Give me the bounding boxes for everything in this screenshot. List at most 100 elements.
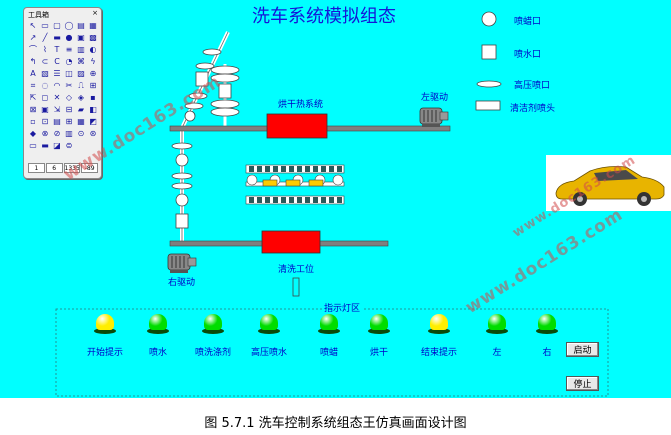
toolbox-tool-icon[interactable]: ◠ [53, 81, 61, 90]
toolbox-tool-icon[interactable]: ◆ [29, 129, 37, 138]
toolbox-tool-icon[interactable]: ⊂ [41, 57, 49, 66]
toolbox-tool-icon[interactable]: ⊡ [41, 117, 49, 126]
toolbox-tool-icon[interactable]: ◐ [89, 45, 97, 54]
toolbox-tool-icon[interactable]: ▬ [53, 33, 61, 42]
toolbox-tool-icon[interactable]: ▤ [77, 21, 85, 30]
toolbox-tool-icon[interactable]: ⌗ [30, 81, 36, 90]
legend-water-label: 喷水口 [514, 50, 542, 60]
close-icon[interactable]: × [92, 9, 98, 17]
toolbox-tool-icon[interactable]: ▧ [41, 69, 49, 78]
conveyor-cell [321, 197, 326, 203]
toolbox-tool-icon[interactable]: ⇱ [29, 93, 37, 102]
toolbox-tool-icon[interactable]: ▬ [41, 141, 49, 150]
conveyor-cell [305, 166, 310, 172]
toolbox-tool-icon[interactable]: ✕ [53, 93, 61, 102]
toolbox-tool-icon[interactable]: ◌ [41, 81, 49, 90]
dryer-heater [266, 113, 328, 139]
conveyor-cell [273, 166, 278, 172]
indicator-lamp-icon [258, 314, 280, 334]
conveyor-cell [305, 197, 310, 203]
toolbox-tool-icon[interactable]: ϟ [90, 57, 96, 66]
toolbox-tool-icon[interactable]: ▣ [77, 33, 85, 42]
toolbox-tool-icon[interactable]: ▢ [53, 21, 61, 30]
toolbox-tool-icon[interactable]: ⊠ [29, 105, 37, 114]
toolbox-tool-icon[interactable]: ≡ [65, 45, 73, 54]
start-button[interactable]: 启动 [566, 342, 599, 357]
toolbox-tool-icon[interactable]: C [54, 57, 60, 66]
toolbox-tool-icon[interactable]: ▩ [89, 33, 97, 42]
indicator-lamp-icon [536, 314, 558, 334]
toolbox-tool-icon[interactable]: ● [65, 33, 73, 42]
toolbox-tool-icon[interactable]: ⊗ [41, 129, 49, 138]
toolbox-tool-icon[interactable]: ▪ [90, 93, 96, 102]
toolbox-tool-icon[interactable]: ▭ [41, 21, 49, 30]
toolbox-tool-icon[interactable]: ⎍ [78, 81, 84, 90]
toolbox-tool-icon[interactable]: ◧ [89, 105, 97, 114]
status-cell: -89 [81, 163, 98, 173]
toolbox-tool-icon[interactable]: ▤ [53, 117, 61, 126]
conveyor-cell [329, 166, 334, 172]
toolbox-tool-icon[interactable]: ▥ [65, 129, 73, 138]
toolbox-tool-icon[interactable]: ⊞ [65, 117, 73, 126]
status-cell: 6 [45, 163, 63, 173]
toolbox-tool-icon[interactable]: ▰ [77, 105, 85, 114]
toolbox-tool-icon[interactable]: ◩ [89, 117, 97, 126]
toolbox-tool-icon[interactable]: ⊟ [65, 105, 73, 114]
toolbox-tool-icon[interactable]: ▨ [77, 69, 85, 78]
lower-nozzles [171, 142, 193, 229]
indicator-lamp-label: 喷蜡 [319, 348, 339, 358]
toolbox-tool-icon[interactable]: ⌇ [43, 45, 47, 54]
drain-pipe [292, 277, 300, 297]
toolbox-tool-icon[interactable]: ◈ [77, 93, 85, 102]
toolbox-tool-icon[interactable]: ▭ [29, 141, 37, 150]
toolbox-tool-icon[interactable]: ☰ [53, 69, 61, 78]
toolbox-tool-icon[interactable]: ▦ [89, 21, 97, 30]
right-drive-label: 右驱动 [168, 278, 196, 288]
toolbox-tool-icon[interactable]: ⊙ [77, 129, 85, 138]
toolbox-tool-icon[interactable]: ▫ [30, 117, 36, 126]
toolbox-tool-icon[interactable]: ▦ [77, 117, 85, 126]
conveyor-cell [265, 166, 270, 172]
conveyor-cell [337, 197, 342, 203]
conveyor-bot [245, 195, 345, 205]
stop-button[interactable]: 停止 [566, 376, 599, 391]
legend-detergent-icon [475, 100, 501, 111]
toolbox-tool-icon[interactable]: T [54, 45, 60, 54]
toolbox-title: 工具箱 [28, 11, 49, 19]
toolbox-tool-icon[interactable]: ✂ [65, 81, 73, 90]
toolbox-tool-icon[interactable]: ◪ [53, 141, 61, 150]
toolbox-tool-icon[interactable]: ◇ [65, 93, 73, 102]
indicator-lamp-label: 烘干 [369, 348, 389, 358]
toolbox-tool-icon[interactable]: ⊞ [89, 81, 97, 90]
toolbox-tool-icon[interactable]: ⌘ [77, 57, 85, 66]
toolbox-tool-icon[interactable]: ↰ [29, 57, 37, 66]
toolbox-tool-icon[interactable]: ◻ [41, 93, 49, 102]
toolbox-tool-icon[interactable]: ▣ [41, 105, 49, 114]
conveyor-cell [257, 166, 262, 172]
toolbox-tool-icon[interactable]: ↖ [29, 21, 37, 30]
brush [262, 179, 278, 187]
toolbox-tool-icon[interactable]: ▥ [77, 45, 85, 54]
toolbox-tool-icon[interactable]: ⊛ [89, 129, 97, 138]
conveyor-cell [289, 166, 294, 172]
indicator-lamp-icon [94, 314, 116, 334]
toolbox-tool-icon[interactable]: ◫ [65, 69, 73, 78]
toolbox-tool-icon[interactable]: ⊕ [89, 69, 97, 78]
toolbox-tool-icon[interactable]: ⊜ [65, 141, 73, 150]
toolbox-tool-icon[interactable]: ⇲ [53, 105, 61, 114]
toolbox-tool-icon[interactable]: ⊘ [53, 129, 61, 138]
toolbox-tool-icon[interactable]: ◯ [64, 21, 74, 30]
toolbox-tool-icon[interactable]: ⌒ [29, 45, 37, 54]
toolbox-tool-icon[interactable]: ◔ [65, 57, 73, 66]
toolbox-tool-icon[interactable]: ↗ [29, 33, 37, 42]
conveyor-cell [257, 197, 262, 203]
status-cell: 1 [28, 163, 45, 173]
conveyor-cell [329, 197, 334, 203]
legend-detergent-label: 清洁剂喷头 [510, 104, 556, 114]
toolbox-tool-icon[interactable]: ╱ [42, 33, 48, 42]
conveyor-cells [246, 166, 344, 203]
roller [332, 174, 344, 186]
indicator-area-label: 指示灯区 [322, 301, 363, 314]
toolbox-tool-icon[interactable]: A [30, 69, 36, 78]
